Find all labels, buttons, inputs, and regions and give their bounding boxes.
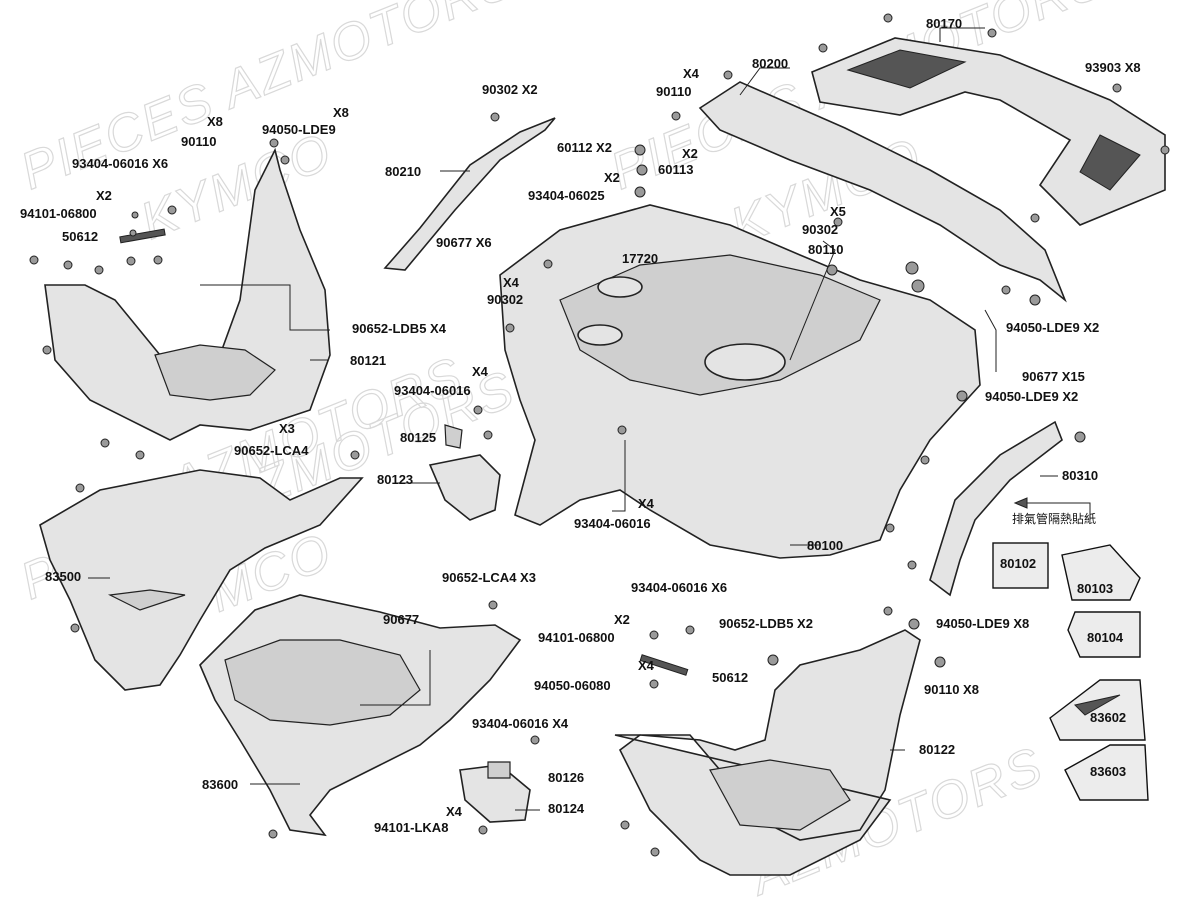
callout-label: 排氣管隔熱貼紙 — [1012, 511, 1096, 526]
part-80123-bracket — [428, 454, 501, 521]
callout-label: 93404-06016 X6 — [72, 156, 168, 171]
callout-label: 90652-LDB5 X2 — [719, 616, 813, 631]
callout-label: 80121 — [350, 353, 386, 368]
callout-label: 90677 X15 — [1022, 369, 1085, 384]
sticker-83603-label: 83603 — [1090, 764, 1126, 779]
sticker-80102-label: 80102 — [1000, 556, 1036, 571]
callout-label: 80310 — [1062, 468, 1098, 483]
callout-label: 80100 — [807, 538, 843, 553]
callout-label: 90110 — [656, 84, 691, 99]
callout-label: 94101-06800 — [20, 206, 97, 221]
callout-label: X2 — [96, 188, 112, 203]
callout-label: 17720 — [622, 251, 658, 266]
callout-label: 80125 — [400, 430, 436, 445]
callout-label: 94050-LDE9 X2 — [985, 389, 1078, 404]
callout-label: 90302 — [802, 222, 838, 237]
part-80125-clip — [444, 424, 463, 449]
part-80122-right-footrest — [614, 629, 921, 876]
callout-label: X5 — [830, 204, 846, 219]
callout-label: 93404-06016 — [574, 516, 651, 531]
sticker-83602-label: 83602 — [1090, 710, 1126, 725]
cjk-arrow — [1025, 502, 1091, 520]
callout-label: 93404-06016 — [394, 383, 471, 398]
callout-label: 60112 X2 — [557, 140, 612, 155]
callout-label: 94050-06080 — [534, 678, 611, 693]
callout-label: 90302 — [487, 292, 523, 307]
callout-label: 80170 — [926, 16, 962, 31]
part-80210-side-rail — [383, 117, 556, 271]
callout-label: 90110 X8 — [924, 682, 979, 697]
callout-label: X2 — [614, 612, 630, 627]
leader-lines — [88, 27, 1058, 811]
sticker-80104: 80104 — [1067, 611, 1141, 658]
part-50612-strip-right — [639, 654, 689, 676]
callout-label: 50612 — [712, 670, 748, 685]
part-83500-left-side-cover — [39, 469, 364, 691]
sticker-80104-label: 80104 — [1087, 630, 1124, 645]
callout-label: X4 — [503, 275, 520, 290]
callout-label: X2 — [604, 170, 620, 185]
part-80126-clip — [487, 761, 511, 779]
callout-label: 93903 X8 — [1085, 60, 1141, 75]
callout-labels: 80170 80200 93903 X8 X4 90110 90302 X2 6… — [20, 16, 1141, 835]
callout-label: 93404-06025 — [528, 188, 605, 203]
callout-label: 94050-LDE9 X8 — [936, 616, 1029, 631]
sticker-80102: 80102 — [992, 542, 1049, 589]
sticker-80103: 80103 — [1061, 544, 1141, 601]
callout-label: 93404-06016 X6 — [631, 580, 727, 595]
callout-label: 80126 — [548, 770, 584, 785]
callout-label: 80210 — [385, 164, 421, 179]
part-80170-rear-rack — [811, 37, 1166, 226]
callout-label: 90652-LCA4 — [234, 443, 309, 458]
callout-label: 80123 — [377, 472, 413, 487]
callout-label: X4 — [638, 496, 655, 511]
callout-label: 94101-06800 — [538, 630, 615, 645]
part-80100-main-body — [499, 204, 981, 559]
callout-label: 80124 — [548, 801, 585, 816]
callout-label: 80200 — [752, 56, 788, 71]
callout-label: 90677 X6 — [436, 235, 492, 250]
callout-label: X4 — [638, 658, 655, 673]
callout-label: X2 — [682, 146, 698, 161]
callout-label: 90652-LCA4 X3 — [442, 570, 536, 585]
callout-label: 83500 — [45, 569, 81, 584]
callout-label: 90302 X2 — [482, 82, 538, 97]
sticker-83602: 83602 — [1049, 679, 1146, 741]
callout-label: 50612 — [62, 229, 98, 244]
callout-label: 60113 — [658, 162, 693, 177]
callout-label: X3 — [279, 421, 295, 436]
callout-label: 94050-LDE9 — [262, 122, 336, 137]
fasteners — [29, 13, 1170, 857]
callout-label: 80122 — [919, 742, 955, 757]
callout-label: X8 — [333, 105, 349, 120]
callout-label: X4 — [446, 804, 463, 819]
callout-label: 83600 — [202, 777, 238, 792]
part-50612-strip-left — [119, 228, 166, 244]
part-83600-right-side-cover — [199, 594, 522, 837]
callout-label: X8 — [207, 114, 223, 129]
callout-label: 90677 — [383, 612, 419, 627]
callout-label: 94050-LDE9 X2 — [1006, 320, 1099, 335]
sticker-80103-label: 80103 — [1077, 581, 1113, 596]
cjk-arrowhead — [1013, 497, 1028, 509]
part-80200-rear-fender-frame — [698, 81, 1067, 303]
part-80310-heat-shield — [929, 420, 1063, 597]
callout-label: 94101-LKA8 — [374, 820, 448, 835]
callout-label: 80110 — [808, 242, 843, 257]
part-80121-left-footrest — [44, 147, 331, 441]
callout-label: 90110 — [181, 134, 216, 149]
callout-label: X4 — [472, 364, 489, 379]
sticker-83603: 83603 — [1064, 744, 1149, 801]
callout-label: 93404-06016 X4 — [472, 716, 569, 731]
callout-label: X4 — [683, 66, 700, 81]
callout-label: 90652-LDB5 X4 — [352, 321, 447, 336]
